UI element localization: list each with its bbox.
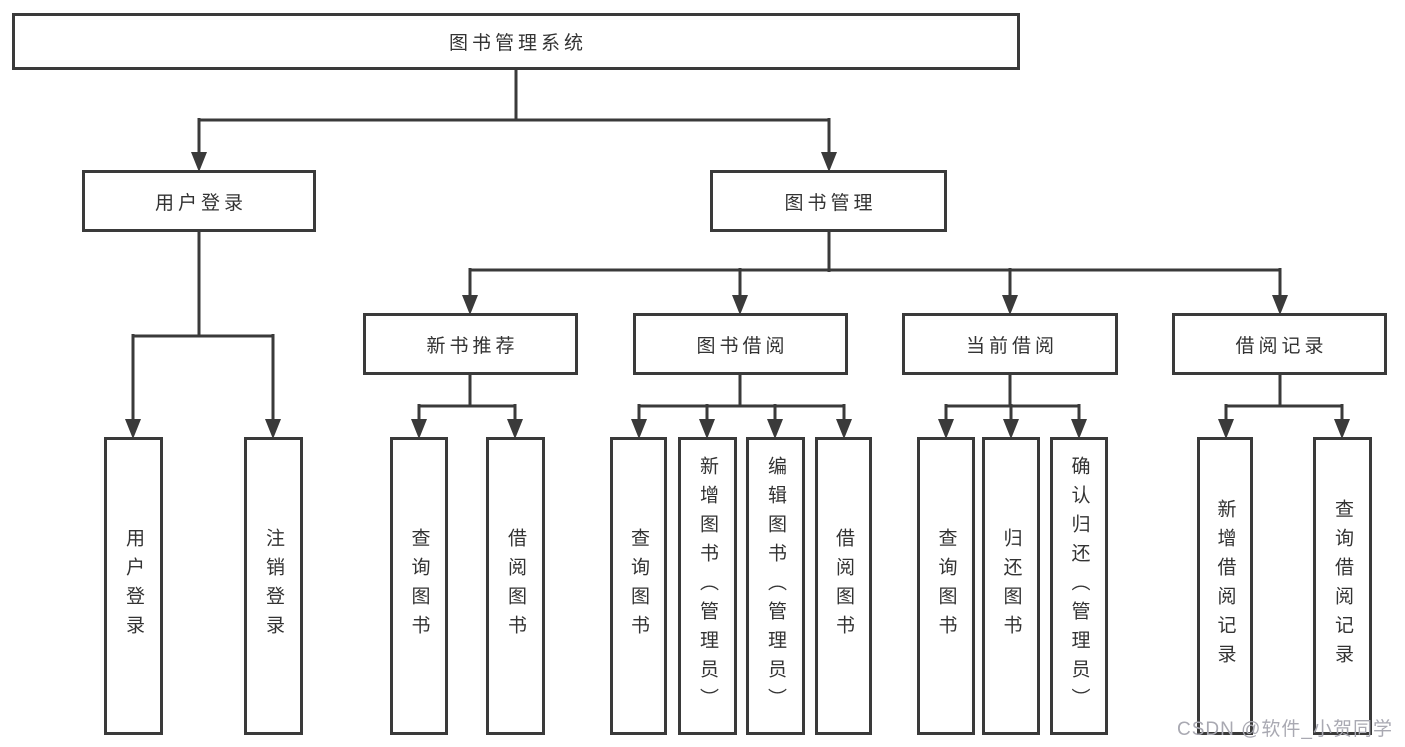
- csdn-watermark: CSDN @软件_小贺同学: [1177, 719, 1393, 740]
- leaf-add-book-admin: 新增图书（管理员）: [678, 437, 737, 735]
- node-book-borrowing: 图书借阅: [633, 313, 848, 375]
- leaf-return-book: 归还图书: [982, 437, 1040, 735]
- leaf-query-books-current: 查询图书: [917, 437, 975, 735]
- node-current-borrowing: 当前借阅: [902, 313, 1118, 375]
- leaf-user-login: 用户登录: [104, 437, 163, 735]
- node-library-management-system: 图书管理系统: [12, 13, 1020, 70]
- node-borrowing-records: 借阅记录: [1172, 313, 1387, 375]
- leaf-query-books-borrowing: 查询图书: [610, 437, 667, 735]
- leaf-borrow-books-recommend: 借阅图书: [486, 437, 545, 735]
- leaf-confirm-return-admin: 确认归还（管理员）: [1050, 437, 1108, 735]
- leaf-add-borrow-record: 新增借阅记录: [1197, 437, 1253, 735]
- leaf-query-books-recommend: 查询图书: [390, 437, 448, 735]
- leaf-query-borrow-record: 查询借阅记录: [1313, 437, 1372, 735]
- leaf-logout: 注销登录: [244, 437, 303, 735]
- leaf-borrow-books-borrowing: 借阅图书: [815, 437, 872, 735]
- node-new-book-recommendation: 新书推荐: [363, 313, 578, 375]
- node-book-management: 图书管理: [710, 170, 947, 232]
- leaf-edit-book-admin: 编辑图书（管理员）: [746, 437, 805, 735]
- node-user-login: 用户登录: [82, 170, 316, 232]
